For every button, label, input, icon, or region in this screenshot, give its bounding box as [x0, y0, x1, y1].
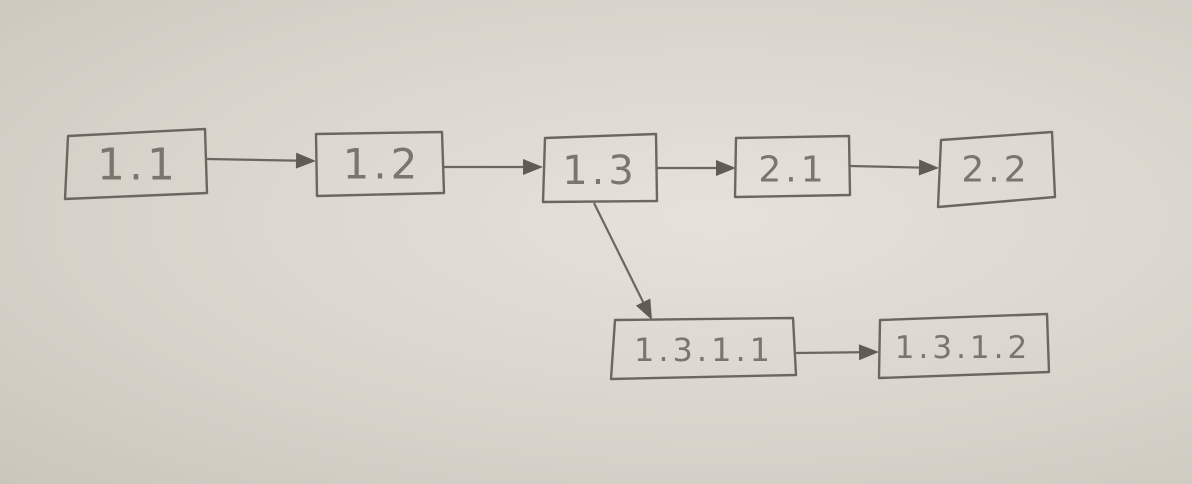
node-1-2-label: 1.2 — [343, 140, 422, 189]
edge-n11-to-n12 — [206, 157, 297, 162]
node-1-2-box — [314, 130, 446, 198]
node-1-3-label: 1.3 — [562, 148, 638, 194]
node-1-3-1-1-box — [609, 316, 798, 381]
node-1-3-box — [541, 132, 659, 204]
node-2-1-box — [733, 134, 852, 199]
arrowhead-n21-to-n22 — [918, 159, 939, 176]
edge-n13-to-n1311 — [593, 202, 645, 303]
node-1-3-1-2: 1.3.1.2 — [877, 312, 1051, 380]
node-1-3: 1.3 — [541, 132, 659, 204]
node-2-2-label: 2.2 — [961, 150, 1030, 191]
node-1-3-1-2-box — [877, 312, 1051, 380]
node-2-2: 2.2 — [936, 130, 1057, 209]
arrowhead-n1311-to-n1312 — [858, 344, 879, 361]
arrowhead-n11-to-n12 — [295, 152, 316, 169]
node-1-1-box — [63, 127, 209, 201]
node-2-2-box — [936, 130, 1057, 209]
node-1-1-label: 1.1 — [97, 140, 179, 191]
edges-layer — [206, 152, 939, 361]
arrowhead-n13-to-n1311 — [635, 298, 652, 320]
node-1-1: 1.1 — [63, 127, 209, 201]
node-1-3-1-1: 1.3.1.1 — [609, 316, 798, 381]
node-1-2: 1.2 — [314, 130, 446, 198]
node-1-3-1-2-label: 1.3.1.2 — [895, 330, 1031, 366]
node-2-1: 2.1 — [733, 134, 852, 199]
node-2-1-label: 2.1 — [758, 150, 827, 191]
node-1-3-1-1-label: 1.3.1.1 — [634, 331, 774, 369]
arrowhead-n13-to-n21 — [716, 160, 736, 176]
edge-n21-to-n22 — [849, 164, 920, 169]
arrowhead-n12-to-n13 — [523, 159, 543, 175]
nodes-layer: 1.1 1.2 1.3 2.1 2.2 1.3.1.1 1.3.1.2 — [63, 127, 1057, 381]
edge-n1311-to-n1312 — [795, 351, 860, 355]
